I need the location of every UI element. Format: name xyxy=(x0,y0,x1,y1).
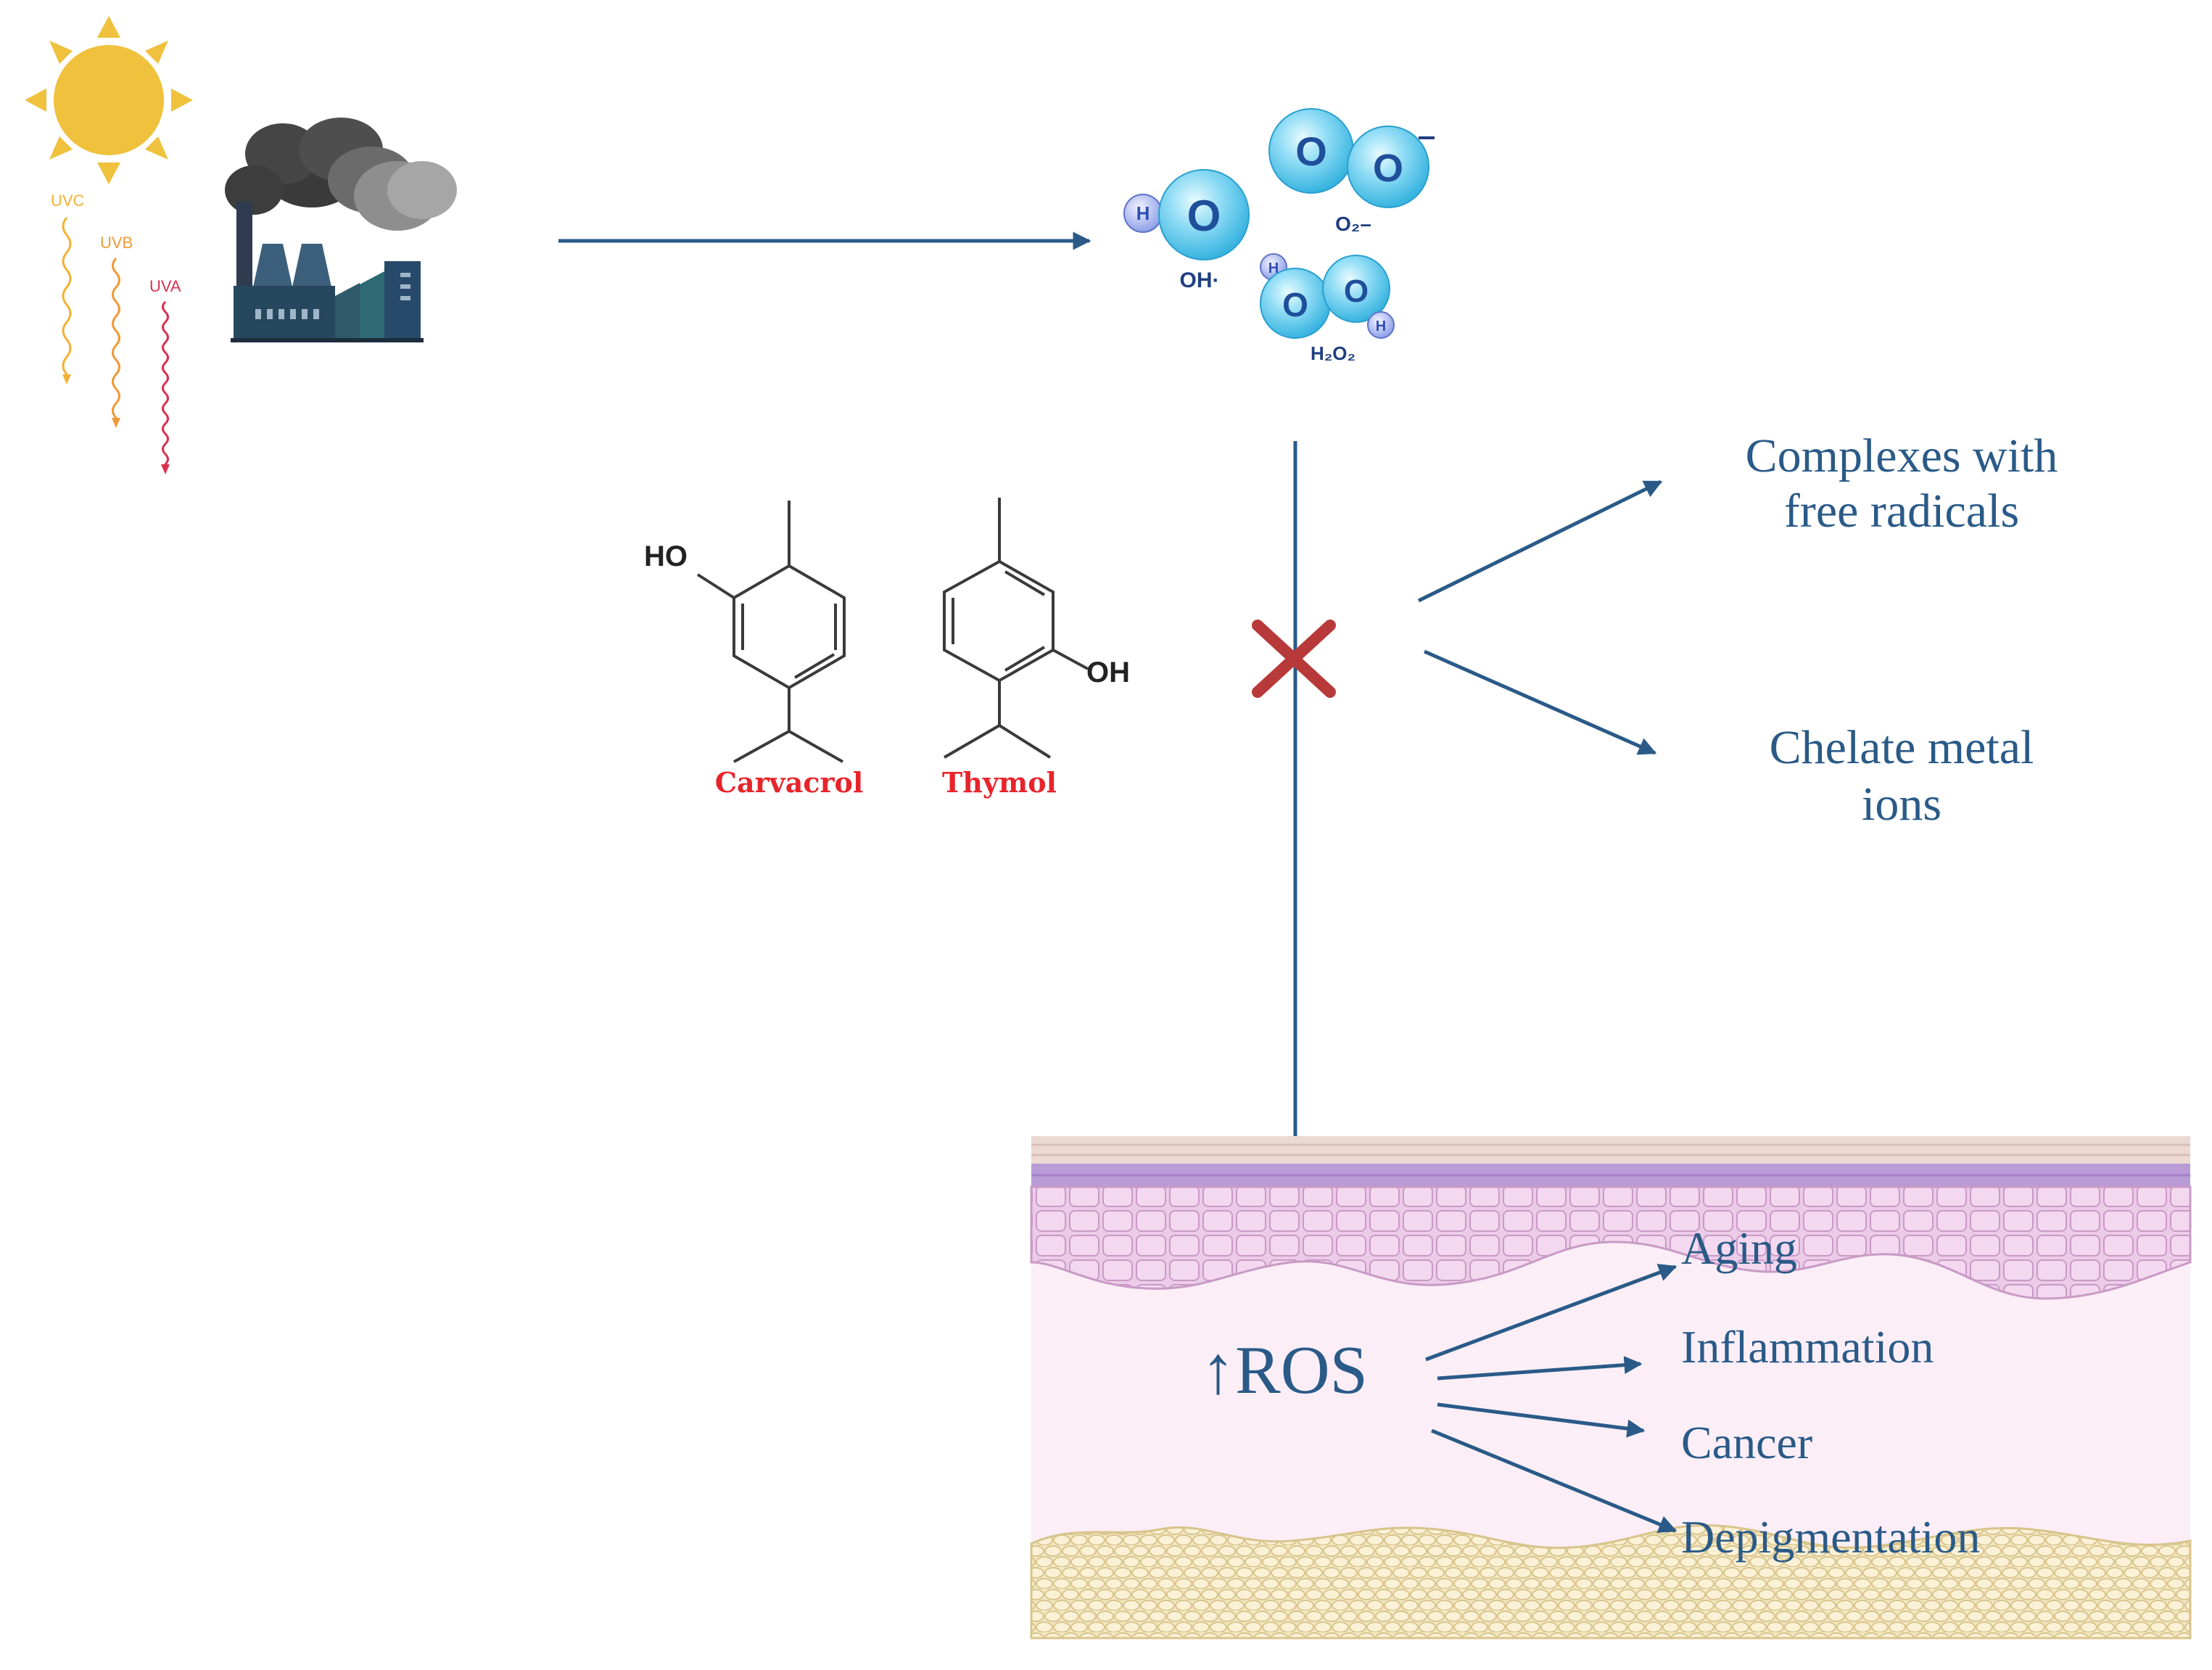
arrow-to-depigmentation xyxy=(1431,1428,1677,1534)
chelate-line2: ions xyxy=(1862,778,1941,831)
complexes-line2: free radicals xyxy=(1784,485,2019,538)
ros-label: ↑ROS xyxy=(1201,1333,1368,1408)
arrow-to-cancer xyxy=(1437,1402,1646,1438)
svg-text:H: H xyxy=(1268,260,1279,276)
x-block-icon xyxy=(1252,620,1336,698)
o2-label: O₂– xyxy=(1335,213,1371,235)
svg-text:O: O xyxy=(1344,273,1369,309)
uvc-label: UVC xyxy=(51,192,85,210)
epidermis xyxy=(1030,1185,2192,1300)
skin-cross-section xyxy=(1030,1136,2192,1640)
carvacrol-label: Carvacrol xyxy=(715,766,864,799)
arrow-to-aging xyxy=(1425,1264,1677,1362)
oh-label: OH· xyxy=(1180,268,1220,292)
h2o2-label: H₂O₂ xyxy=(1311,342,1355,364)
thymol-label: Thymol xyxy=(942,766,1057,799)
arrow-to-inflammation xyxy=(1437,1356,1643,1381)
ros-molecules: H O OH· O O O₂– H O O H H₂O₂ xyxy=(1123,108,1435,364)
oh-molecule: H O OH· xyxy=(1123,169,1250,292)
uva-ray xyxy=(162,300,169,470)
uvb-label: UVB xyxy=(100,234,133,252)
svg-text:O: O xyxy=(1282,286,1308,324)
arrow-to-complexes xyxy=(1417,480,1663,603)
effect-aging: Aging xyxy=(1681,1222,1797,1274)
thymol-structure xyxy=(943,498,1089,759)
uvb-ray xyxy=(112,257,120,425)
effect-cancer: Cancer xyxy=(1681,1417,1812,1468)
factory-icon xyxy=(225,118,457,342)
uva-label: UVA xyxy=(149,277,181,295)
carvacrol-structure xyxy=(696,501,846,763)
h2o2-molecule: H O O H H₂O₂ xyxy=(1260,253,1395,364)
o2-molecule: O O O₂– xyxy=(1268,108,1435,235)
carvacrol-ho: HO xyxy=(644,540,688,572)
hypodermis xyxy=(1030,1524,2192,1640)
effect-inflammation: Inflammation xyxy=(1681,1321,1934,1373)
uvc-ray xyxy=(62,217,72,382)
chelate-line1: Chelate metal xyxy=(1770,721,2034,774)
sun-icon xyxy=(25,16,193,184)
svg-text:O: O xyxy=(1187,192,1221,240)
svg-text:O: O xyxy=(1373,147,1403,190)
svg-text:H: H xyxy=(1376,318,1386,334)
uv-rays: UVC UVB UVA xyxy=(51,192,181,474)
svg-text:H: H xyxy=(1136,202,1150,224)
effect-depigmentation: Depigmentation xyxy=(1681,1511,1980,1563)
complexes-line1: Complexes with xyxy=(1746,429,2058,482)
arrow-to-chelate xyxy=(1423,649,1657,755)
svg-text:O: O xyxy=(1295,128,1327,174)
thymol-oh: OH xyxy=(1086,657,1130,688)
effect-arrows xyxy=(1425,1264,1677,1534)
